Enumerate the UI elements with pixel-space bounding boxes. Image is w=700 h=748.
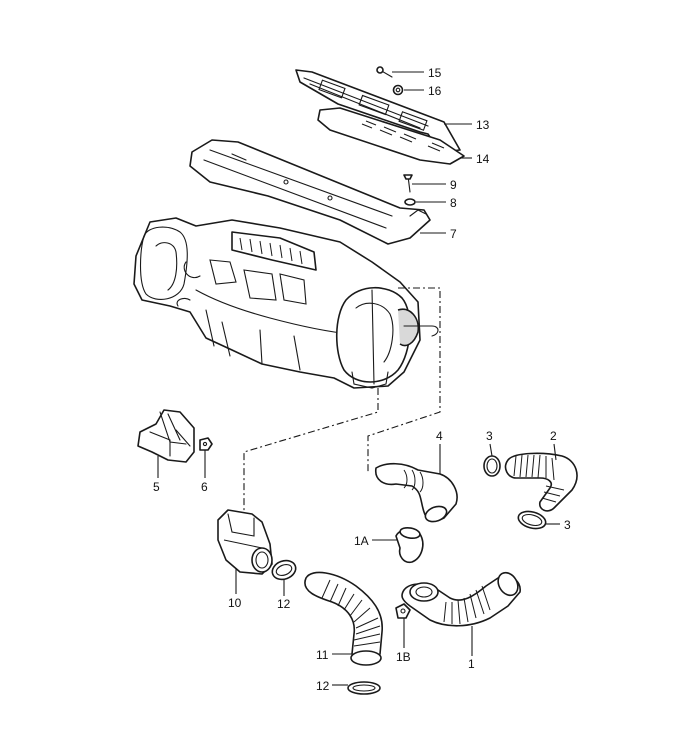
part-8-washer [404, 198, 416, 206]
callout-1a: 1A [354, 534, 369, 548]
callout-15: 15 [428, 66, 442, 80]
callout-14: 14 [476, 152, 490, 166]
part-12-clamp-upper [271, 559, 297, 581]
callout-3-upper: 3 [486, 429, 493, 443]
connection-lines [243, 287, 441, 512]
callout-3-lower: 3 [564, 518, 571, 532]
callout-2: 2 [550, 429, 557, 443]
part-6-nut [199, 437, 213, 451]
part-3-clamp-lower [517, 510, 547, 530]
part-4-duct [374, 462, 458, 523]
callout-6: 6 [201, 480, 208, 494]
part-13-cowl-cover [295, 69, 461, 153]
part-1-hose [401, 571, 521, 627]
callout-12-upper: 12 [277, 597, 291, 611]
callout-1b: 1B [396, 650, 411, 664]
callout-5: 5 [153, 480, 160, 494]
part-2-hose [504, 452, 578, 512]
callout-16: 16 [428, 84, 442, 98]
part-10-distributor [217, 509, 273, 575]
part-11-hose [304, 571, 383, 666]
callout-1: 1 [468, 657, 475, 671]
callout-10: 10 [228, 596, 242, 610]
part-14-grille [317, 107, 465, 165]
callout-13: 13 [476, 118, 490, 132]
callout-4: 4 [436, 429, 443, 443]
callout-12-lower: 12 [316, 679, 330, 693]
part-1a-elbow [395, 526, 424, 564]
leader-lines [157, 71, 560, 686]
part-9-screw [403, 174, 413, 193]
part-7-cowl-panel [189, 139, 431, 245]
part-16-nut [392, 84, 404, 96]
part-15-screw [376, 66, 393, 78]
callout-8: 8 [450, 196, 457, 210]
part-5-bracket [137, 409, 195, 463]
callout-9: 9 [450, 178, 457, 192]
callout-11: 11 [316, 648, 329, 662]
callouts: 15 16 13 14 9 8 7 4 3 2 3 5 6 1A 10 12 1… [153, 66, 571, 693]
part-1b-fitting [395, 603, 411, 619]
part-12-clamp-lower [347, 681, 381, 695]
callout-7: 7 [450, 227, 457, 241]
part-3-clamp-upper [483, 455, 501, 477]
heater-housing [133, 217, 439, 389]
